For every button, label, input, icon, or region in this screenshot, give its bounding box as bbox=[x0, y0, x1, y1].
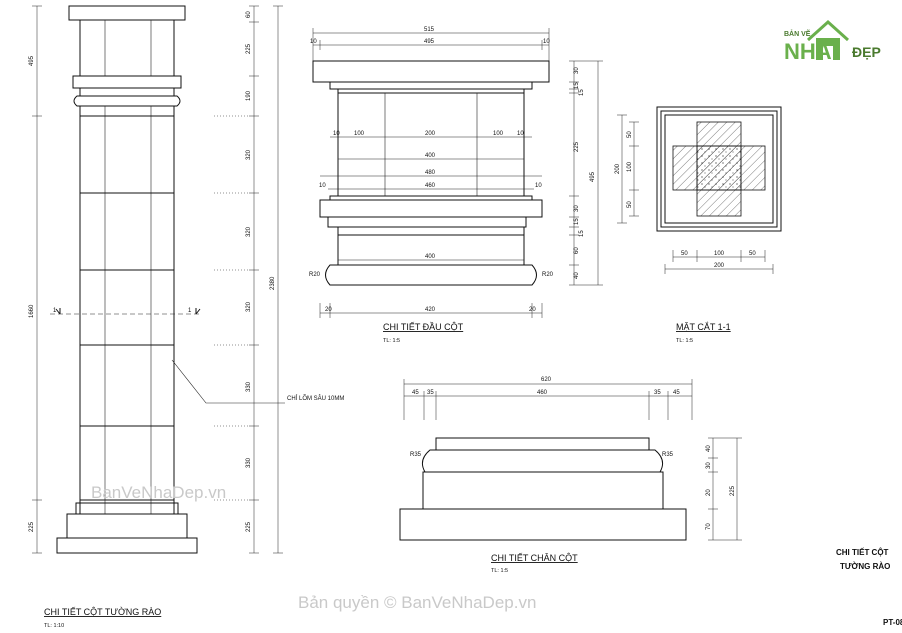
sec-l-total: 200 bbox=[615, 163, 621, 174]
base-r-2: 20 bbox=[706, 489, 712, 496]
cap-dim-10-f: 10 bbox=[535, 183, 542, 189]
base-dim-45-b: 45 bbox=[673, 390, 680, 396]
base-radius-right: R35 bbox=[662, 452, 674, 458]
cap-dim-495: 495 bbox=[424, 39, 435, 45]
base-scale: TL: 1:5 bbox=[491, 568, 508, 574]
base-r-total: 225 bbox=[730, 485, 736, 496]
base-r-0: 40 bbox=[706, 445, 712, 452]
dim-left-2: 225 bbox=[29, 521, 35, 532]
logo-nha-text: NHÀ bbox=[784, 39, 832, 64]
base-top-dims: 620 45 35 460 35 45 bbox=[403, 377, 693, 420]
dim-right-0: 60 bbox=[246, 11, 252, 18]
cap-dim-420: 420 bbox=[425, 307, 436, 313]
cap-dim-10-a: 10 bbox=[310, 39, 317, 45]
base-dim-35-b: 35 bbox=[654, 390, 661, 396]
column-right-dims: 60 225 190 320 320 320 330 330 225 2380 bbox=[214, 5, 283, 554]
section-1-1: 50 100 50 200 50 100 50 200 bbox=[615, 106, 782, 274]
column-left-dims: 495 1660 225 bbox=[29, 5, 42, 554]
cap-dim-10-d: 10 bbox=[517, 131, 524, 137]
cap-dim-100-a: 100 bbox=[354, 131, 365, 137]
cap-dim-10-e: 10 bbox=[319, 183, 326, 189]
cap-r-5: 15 bbox=[574, 218, 580, 225]
dim-right-1: 225 bbox=[246, 43, 252, 54]
cap-title: CHI TIẾT ĐẦU CỘT bbox=[383, 322, 464, 332]
sec-l-0: 50 bbox=[627, 131, 633, 138]
sheet-number: PT-08 bbox=[883, 618, 902, 627]
dim-right-5: 320 bbox=[246, 301, 252, 312]
cap-inner-dims: 10 100 200 100 10 400 480 10 460 10 400 … bbox=[319, 131, 542, 318]
cap-dim-400-a: 400 bbox=[425, 153, 436, 159]
cap-r-8: 40 bbox=[574, 272, 580, 279]
sec-b-total: 200 bbox=[714, 263, 725, 269]
base-r-1: 30 bbox=[706, 462, 712, 469]
cap-scale: TL: 1:5 bbox=[383, 338, 400, 344]
logo-dep-text: ĐẸP bbox=[852, 44, 881, 60]
dim-left-0: 495 bbox=[29, 55, 35, 66]
cap-dim-515: 515 bbox=[424, 27, 435, 33]
base-r-3: 70 bbox=[706, 523, 712, 530]
cap-dim-460: 460 bbox=[425, 183, 436, 189]
cap-dim-20-a: 20 bbox=[325, 307, 332, 313]
sec-b-1: 100 bbox=[714, 251, 725, 257]
sec-l-1: 100 bbox=[627, 161, 633, 172]
dim-right-6: 330 bbox=[246, 381, 252, 392]
section-mark-left: 1 bbox=[53, 308, 57, 314]
cap-r-1: 15 bbox=[574, 82, 580, 89]
dim-left-1: 1660 bbox=[29, 304, 35, 318]
cap-dim-200: 200 bbox=[425, 131, 436, 137]
cap-r-4: 30 bbox=[574, 205, 580, 212]
column-elevation: 1 1 CHỈ LÕM SÂU 10MM bbox=[50, 5, 344, 554]
cap-dim-20-b: 20 bbox=[529, 307, 536, 313]
cap-dim-10-c: 10 bbox=[333, 131, 340, 137]
section-mark-right: 1 bbox=[188, 308, 192, 314]
cap-r-total: 495 bbox=[590, 171, 596, 182]
sheet-title-line2: TƯỜNG RÀO bbox=[840, 562, 890, 571]
watermark-left: BanVeNhaDep.vn bbox=[91, 483, 226, 502]
dim-right-4: 320 bbox=[246, 226, 252, 237]
base-detail: R35 R35 bbox=[399, 437, 687, 541]
cap-r-7: 60 bbox=[574, 247, 580, 254]
dim-right-2: 190 bbox=[246, 90, 252, 101]
cap-r-6: 15 bbox=[579, 230, 585, 237]
cap-dim-10-b: 10 bbox=[543, 39, 550, 45]
sec-l-2: 50 bbox=[627, 201, 633, 208]
column-scale: TL: 1:10 bbox=[44, 623, 64, 629]
dim-right-7: 330 bbox=[246, 457, 252, 468]
cap-r-2: 15 bbox=[579, 89, 585, 96]
sec-b-0: 50 bbox=[681, 251, 688, 257]
base-dim-45-a: 45 bbox=[412, 390, 419, 396]
cap-right-dims: 30 15 15 225 30 15 15 60 40 495 bbox=[569, 60, 603, 286]
dim-right-8: 225 bbox=[246, 521, 252, 532]
base-dim-35-a: 35 bbox=[427, 390, 434, 396]
base-dim-620: 620 bbox=[541, 377, 552, 383]
cap-dim-480: 480 bbox=[425, 170, 436, 176]
section-scale: TL: 1:5 bbox=[676, 338, 693, 344]
base-title: CHI TIẾT CHÂN CỘT bbox=[491, 553, 578, 563]
column-title: CHI TIẾT CỘT TƯỜNG RÀO bbox=[44, 607, 161, 617]
sec-b-2: 50 bbox=[749, 251, 756, 257]
cap-r-3: 225 bbox=[574, 141, 580, 152]
dim-right-total: 2380 bbox=[270, 276, 276, 290]
section-title: MẶT CẮT 1-1 bbox=[676, 322, 731, 332]
cap-radius-left: R20 bbox=[309, 272, 321, 278]
brand-logo: BẢN VẼ NHÀ ĐẸP bbox=[784, 19, 881, 64]
cap-detail: R20 R20 bbox=[309, 60, 554, 286]
base-radius-left: R35 bbox=[410, 452, 422, 458]
watermark-bottom: Bản quyền © BanVeNhaDep.vn bbox=[298, 593, 536, 612]
cap-radius-right: R20 bbox=[542, 272, 554, 278]
cap-top-dims: 515 495 10 10 bbox=[310, 27, 550, 61]
logo-top-text: BẢN VẼ bbox=[784, 29, 811, 38]
cap-dim-400-b: 400 bbox=[425, 254, 436, 260]
base-dim-460: 460 bbox=[537, 390, 548, 396]
base-right-dims: 40 30 20 70 225 bbox=[706, 437, 742, 541]
dim-right-3: 320 bbox=[246, 149, 252, 160]
sheet-title-line1: CHI TIẾT CỘT bbox=[836, 547, 889, 557]
cap-r-0: 30 bbox=[574, 67, 580, 74]
cap-dim-100-b: 100 bbox=[493, 131, 504, 137]
groove-note: CHỈ LÕM SÂU 10MM bbox=[287, 395, 344, 402]
